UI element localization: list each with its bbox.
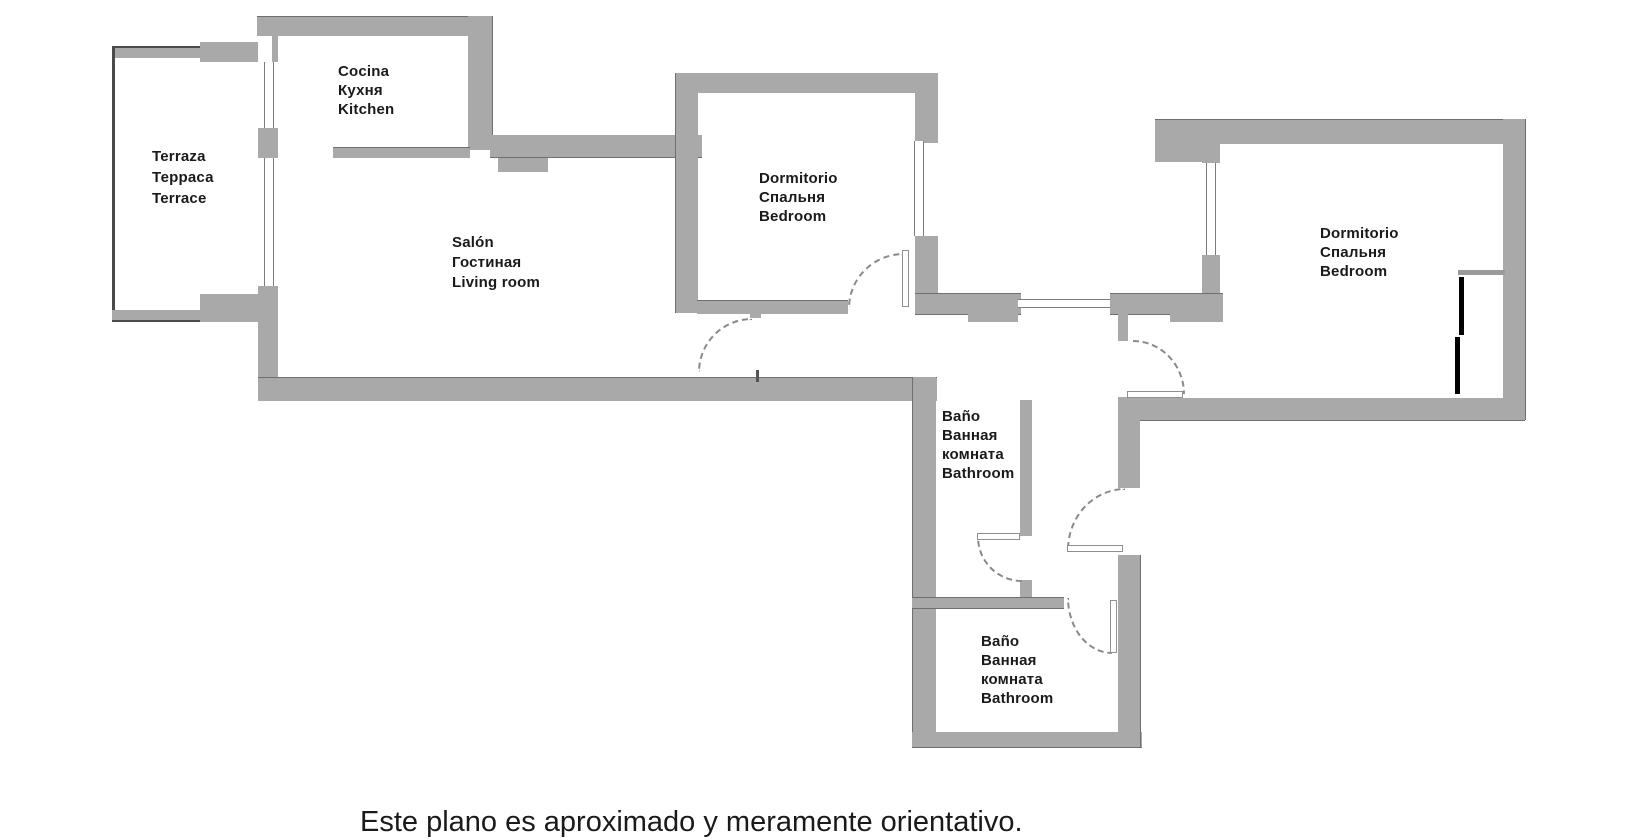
door-leaf-bath-lobby	[1067, 545, 1123, 552]
door-arc-salon-hall	[698, 318, 752, 372]
room-label-bano-2-en: Bathroom	[981, 690, 1054, 707]
terrace-window-lower	[264, 158, 274, 286]
room-label-dormitorio-2-en: Bedroom	[1320, 263, 1388, 280]
salon-wall-tick	[756, 370, 759, 382]
terrace-wall-bottom-right-block	[200, 294, 258, 322]
door-leaf-bathroom2	[1110, 600, 1117, 653]
room-label-salon-ru: Гостиная	[452, 254, 522, 271]
bathroom-separator-wall	[912, 597, 1064, 609]
room-label-salon-es: Salón	[452, 234, 494, 251]
door-arc-bathroom2	[1067, 598, 1112, 654]
terrace-wall-bottom	[112, 310, 204, 322]
terrace-wall-top-right-block	[200, 42, 258, 62]
room-label-terraza: Terraza Терраса Terrace	[152, 146, 214, 209]
room-label-cocina-es: Cocina	[338, 63, 390, 80]
bathroom1-wall-right-stub	[1020, 580, 1032, 598]
door-arc-bath-lobby	[1067, 488, 1125, 550]
wall-left-column-lower	[258, 286, 278, 382]
wall-left-column-upper	[272, 35, 278, 62]
bathroom2-wall-right	[1118, 555, 1141, 747]
door-stub-salon-hall	[750, 311, 761, 318]
room-label-cocina-ru: Кухня	[338, 82, 383, 99]
room-label-cocina: Cocina Кухня Kitchen	[338, 62, 394, 119]
room-label-terraza-es: Terraza	[152, 148, 206, 165]
room-label-bano-1-ru2: комната	[942, 446, 1004, 463]
hall-wall-middle	[1118, 397, 1140, 488]
terrace-window-upper	[264, 62, 274, 128]
corridor-wall-top	[490, 135, 702, 158]
room-label-dormitorio-1: Dormitorio Спальня Bedroom	[759, 169, 838, 226]
wardrobe-niche-top-line	[1458, 270, 1505, 275]
room-label-salon-en: Living room	[452, 274, 541, 291]
wall-left-column-middle	[258, 128, 278, 158]
corridor-band-step-left	[968, 313, 1018, 322]
corridor-window	[1018, 299, 1110, 308]
bedroom1-wall-top	[675, 73, 938, 93]
bedroom2-wall-right	[1503, 119, 1526, 420]
wardrobe-door-line-upper	[1459, 277, 1464, 335]
bedroom1-window	[914, 141, 924, 236]
room-label-bano-2: Baño Ванная комната Bathroom	[981, 632, 1053, 708]
kitchen-wall-bottom	[333, 147, 470, 158]
room-label-dormitorio-1-en: Bedroom	[759, 208, 827, 225]
room-label-terraza-en: Terrace	[152, 190, 207, 207]
room-label-dormitorio-1-es: Dormitorio	[759, 170, 838, 187]
room-label-dormitorio-2: Dormitorio Спальня Bedroom	[1320, 224, 1399, 281]
door-leaf-bedroom2	[1127, 391, 1183, 398]
hall-wall-stub-top	[1118, 313, 1128, 341]
terrace-wall-top	[112, 46, 204, 58]
bathroom1-wall-right	[1020, 400, 1032, 536]
room-label-terraza-ru: Терраса	[152, 169, 214, 186]
room-label-bano-2-ru1: Ванная	[981, 652, 1037, 669]
corridor-band-step-right	[1170, 313, 1223, 322]
terrace-wall-left	[112, 46, 115, 320]
room-label-bano-1: Baño Ванная комната Bathroom	[942, 407, 1014, 483]
room-label-bano-2-es: Baño	[981, 633, 1020, 650]
room-label-dormitorio-2-ru: Спальня	[1320, 244, 1387, 261]
bedroom1-wall-bottom	[697, 300, 848, 314]
room-label-dormitorio-1-ru: Спальня	[759, 189, 826, 206]
bedroom1-wall-right-upper	[915, 73, 938, 143]
room-label-salon: Salón Гостиная Living room	[452, 233, 540, 293]
wardrobe-door-line-lower	[1455, 337, 1460, 394]
room-label-bano-1-es: Baño	[942, 408, 981, 425]
door-arc-bathroom1	[977, 537, 1022, 582]
bedroom2-wall-bottom	[1140, 398, 1525, 421]
bedroom2-wall-top	[1155, 119, 1525, 144]
door-leaf-bedroom1	[902, 250, 909, 307]
kitchen-wall-top	[257, 16, 490, 36]
door-arc-bedroom1	[848, 253, 904, 308]
room-label-dormitorio-2-es: Dormitorio	[1320, 225, 1399, 242]
bedroom2-wall-left-lower	[1202, 255, 1220, 293]
bedroom1-wall-left	[675, 73, 698, 313]
kitchen-wall-right	[468, 16, 493, 150]
bedroom2-window	[1206, 163, 1216, 255]
door-arc-bedroom2	[1133, 340, 1185, 394]
bedroom2-corner-step	[1155, 143, 1202, 162]
corridor-band-wall-right	[1110, 293, 1223, 315]
corridor-band-wall-left	[915, 293, 1021, 315]
disclaimer-text: Este plano es aproximado y meramente ori…	[360, 806, 1023, 838]
room-label-bano-1-ru1: Ванная	[942, 427, 998, 444]
salon-wall-bottom	[258, 377, 937, 401]
room-label-cocina-en: Kitchen	[338, 101, 395, 118]
bedroom2-wall-left-upper	[1202, 143, 1220, 163]
bathroom-wall-left-column	[912, 377, 936, 747]
room-label-bano-2-ru2: комната	[981, 671, 1043, 688]
room-label-bano-1-en: Bathroom	[942, 465, 1015, 482]
bathroom2-wall-bottom	[912, 732, 1142, 748]
door-leaf-bathroom1	[977, 533, 1020, 540]
